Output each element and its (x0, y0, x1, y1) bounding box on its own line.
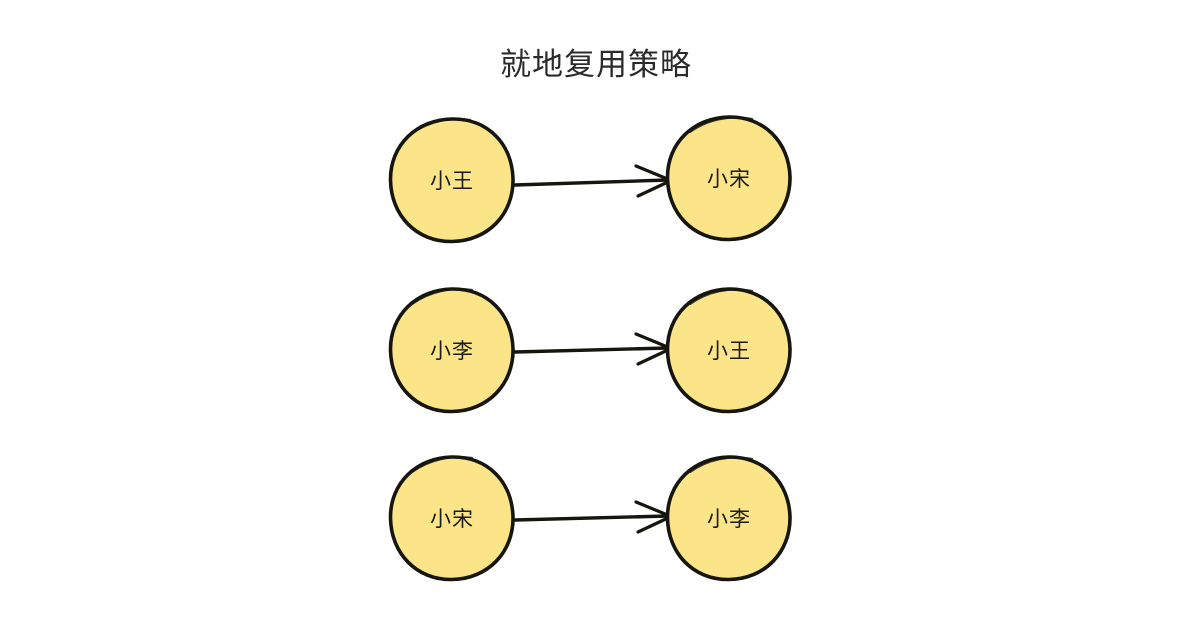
arrowhead-stroke-upper (634, 332, 672, 350)
node-sketch-stroke (688, 116, 754, 134)
arrowhead-stroke-lower (636, 347, 672, 366)
graph-row-1: 小王 小宋 (388, 115, 792, 244)
node-sketch-stroke (408, 117, 472, 137)
node-sketch-stroke (410, 287, 474, 306)
arrowhead-stroke-upper (634, 500, 672, 518)
edge-3[interactable] (513, 500, 672, 534)
node-sketch-stroke (688, 288, 754, 306)
node-label: 小李 (707, 508, 751, 531)
arrowhead-stroke-lower (636, 515, 672, 534)
edge-line (513, 178, 670, 187)
arrowhead-stroke-lower (636, 179, 672, 198)
graph-row-3: 小宋 小李 (388, 455, 792, 582)
node-1-target[interactable]: 小宋 (665, 115, 792, 242)
node-circle (665, 115, 792, 242)
node-label: 小宋 (707, 168, 751, 191)
page-title: 就地复用策略 (500, 47, 692, 82)
node-circle (388, 287, 515, 414)
node-sketch-stroke (688, 456, 754, 474)
edge-2[interactable] (513, 332, 672, 366)
edge-1[interactable] (513, 164, 672, 198)
node-2-source[interactable]: 小李 (388, 287, 515, 414)
node-label: 小王 (707, 340, 751, 363)
node-2-target[interactable]: 小王 (665, 287, 792, 414)
node-label: 小宋 (430, 508, 474, 531)
node-3-target[interactable]: 小李 (665, 455, 792, 582)
node-circle (665, 455, 792, 582)
node-circle (388, 117, 515, 244)
edge-line (513, 346, 670, 354)
node-1-source[interactable]: 小王 (388, 117, 515, 244)
edge-line (513, 514, 670, 522)
node-sketch-stroke (410, 455, 474, 474)
node-3-source[interactable]: 小宋 (388, 455, 515, 582)
node-circle (388, 455, 515, 582)
arrowhead-stroke-upper (634, 164, 672, 182)
node-label: 小王 (430, 170, 474, 193)
graph-row-2: 小李 小王 (388, 287, 792, 414)
node-label: 小李 (430, 340, 474, 363)
node-circle (665, 287, 792, 414)
